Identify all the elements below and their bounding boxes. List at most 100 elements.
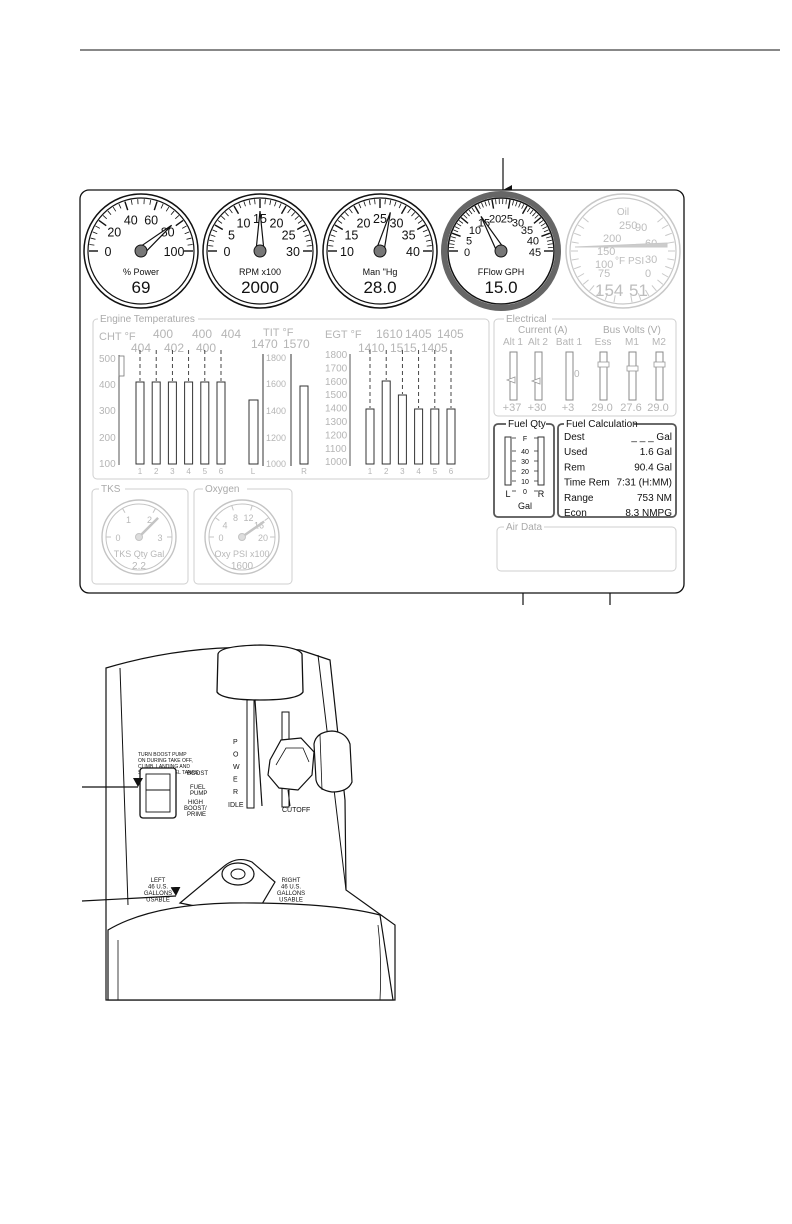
egt-axis-label: 1800 bbox=[325, 350, 348, 361]
tks-hub bbox=[135, 533, 143, 541]
gauge-tick bbox=[400, 205, 407, 215]
gauge-tick bbox=[384, 199, 386, 205]
gauge-tick bbox=[353, 205, 360, 215]
boost-label: BOOST bbox=[187, 771, 208, 777]
gauge-tick bbox=[477, 204, 481, 209]
gauge-tick bbox=[546, 239, 552, 242]
gauge-tick-label: 25 bbox=[373, 212, 387, 226]
gauge-tick bbox=[495, 199, 497, 205]
tit-value-left: 1470 bbox=[251, 337, 278, 351]
gauge-tick-label: 30 bbox=[390, 216, 404, 230]
gauge-tick-label: 30 bbox=[286, 245, 300, 259]
cht-bar bbox=[167, 381, 177, 465]
oil-right-tick bbox=[630, 295, 633, 303]
fflow-value: 15.0 bbox=[484, 278, 517, 297]
right-tank-label: RIGHT bbox=[282, 878, 301, 884]
gauge-tick bbox=[511, 200, 514, 206]
oil-left-tick bbox=[582, 279, 589, 285]
electrical-value: 29.0 bbox=[591, 402, 612, 414]
fuel-calc-row-value: 7:31 (H:MM) bbox=[616, 478, 672, 489]
gauge-tick bbox=[450, 239, 456, 242]
right-tank-label: 46 U.S. bbox=[281, 885, 301, 891]
oil-temp-tick-label: 200 bbox=[603, 233, 621, 245]
cht-bar bbox=[216, 381, 226, 465]
electrical-bar bbox=[628, 351, 637, 401]
gauge-tick-label: 10 bbox=[340, 245, 354, 259]
cht-axis-label: 100 bbox=[99, 459, 116, 470]
oil-left-tick bbox=[596, 289, 601, 297]
cht-second-value: 400 bbox=[196, 341, 216, 355]
gauge-tick bbox=[488, 200, 491, 206]
egt-label: EGT °F bbox=[325, 329, 362, 341]
gauge-tick bbox=[160, 203, 164, 209]
cht-cyl-label: 5 bbox=[203, 467, 208, 476]
gauge-tick-label: 35 bbox=[402, 229, 416, 243]
oil-right-tick bbox=[657, 217, 664, 223]
oil-right-tick bbox=[651, 285, 657, 292]
cht-axis-label: 200 bbox=[99, 433, 116, 444]
egt-second-value: 1515 bbox=[390, 341, 417, 355]
idle-label: IDLE bbox=[228, 802, 244, 809]
egt-cyl-label: 3 bbox=[400, 467, 405, 476]
bus-volt-pointer bbox=[597, 361, 610, 368]
oil-needle bbox=[574, 242, 668, 248]
gauge-tick bbox=[349, 208, 353, 214]
oxygen-tick-label: 8 bbox=[233, 513, 238, 523]
gauge-tick bbox=[368, 200, 371, 206]
gauge-tick bbox=[344, 212, 349, 217]
egt-bar bbox=[365, 408, 375, 465]
cht-cyl-label: 1 bbox=[138, 467, 143, 476]
oil-right-tick bbox=[665, 265, 673, 270]
oil-temp-tick-label: 75 bbox=[598, 268, 610, 280]
gauge-tick bbox=[329, 239, 335, 242]
gauge-tick bbox=[456, 223, 462, 227]
egt-axis-label: 1600 bbox=[325, 377, 348, 388]
oil-left-tick bbox=[582, 217, 589, 223]
gauge-tick bbox=[451, 232, 461, 237]
egt-bar bbox=[397, 394, 407, 465]
gauge-tick bbox=[414, 215, 419, 220]
electrical-bar bbox=[565, 351, 574, 401]
gauge-tick bbox=[521, 205, 528, 215]
gauge-tick bbox=[214, 224, 224, 231]
fuel-calc-row-label: Used bbox=[564, 447, 587, 458]
tit-bar-left bbox=[248, 399, 259, 465]
oil-right-tick bbox=[667, 241, 675, 244]
gauge-tick bbox=[98, 219, 107, 227]
gauge-tick-label: 35 bbox=[521, 225, 533, 237]
fflow-hub bbox=[494, 244, 508, 258]
oxygen-tick bbox=[264, 517, 269, 521]
gauge-tick-label: 30 bbox=[512, 218, 524, 230]
gauge-tick bbox=[296, 224, 306, 231]
gauge-tick bbox=[118, 203, 122, 209]
gauge-tick bbox=[330, 234, 336, 237]
gauge-tick-label: 5 bbox=[228, 229, 235, 243]
gauge-tick bbox=[532, 212, 537, 217]
tit-side-label: L bbox=[251, 467, 256, 476]
gauge-tick bbox=[208, 245, 214, 247]
tit-side-label: R bbox=[301, 467, 307, 476]
gauge-tick-label: 0 bbox=[105, 245, 112, 259]
gauge-tick bbox=[426, 245, 432, 247]
gauge-tick-label: 20 bbox=[357, 216, 371, 230]
oxygen-tick-label: 12 bbox=[243, 513, 253, 523]
tks-needle bbox=[138, 517, 159, 538]
gauge-tick bbox=[305, 239, 311, 242]
oil-temp-tick-label: 100 bbox=[595, 259, 613, 271]
gauge-tick bbox=[468, 209, 473, 215]
oil-psi-tick-label: 30 bbox=[645, 254, 657, 266]
gauge-tick bbox=[174, 215, 180, 220]
bus-volts-label: Bus Volts (V) bbox=[603, 325, 661, 336]
egt-axis-label: 1300 bbox=[325, 417, 348, 428]
gauge-tick bbox=[248, 200, 251, 206]
left-tank-label: LEFT bbox=[151, 878, 166, 884]
gauge-tick-label: 25 bbox=[282, 229, 296, 243]
gauge-tick-label: 0 bbox=[224, 245, 231, 259]
oil-right-tick bbox=[665, 232, 673, 237]
gauge-tick bbox=[463, 214, 468, 219]
tks-tick-label: 0 bbox=[115, 533, 120, 543]
cht-bar bbox=[200, 381, 210, 465]
tit-value-right: 1570 bbox=[283, 337, 310, 351]
